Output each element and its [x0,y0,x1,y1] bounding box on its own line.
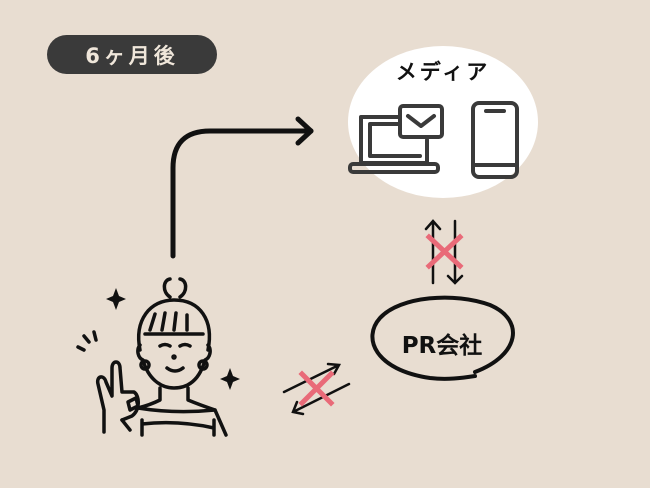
media-title: メディア [395,60,491,84]
smartphone-icon [471,101,519,179]
pr-company-circle [370,295,515,381]
person-ok-gesture-illustration [76,277,228,437]
blocked-vertical-arrows [424,219,464,285]
sparkle-icon [106,288,126,310]
pr-company-label: PR会社 [401,333,483,359]
cross-icon [425,233,464,270]
laptop-icon [348,115,440,174]
sparkle-icon [220,368,240,390]
cross-icon [298,370,335,407]
envelope-icon [398,104,444,139]
blocked-diagonal-arrows [282,362,351,416]
time-badge: 6ヶ月後 [47,35,217,74]
arrow-to-media [170,116,314,259]
